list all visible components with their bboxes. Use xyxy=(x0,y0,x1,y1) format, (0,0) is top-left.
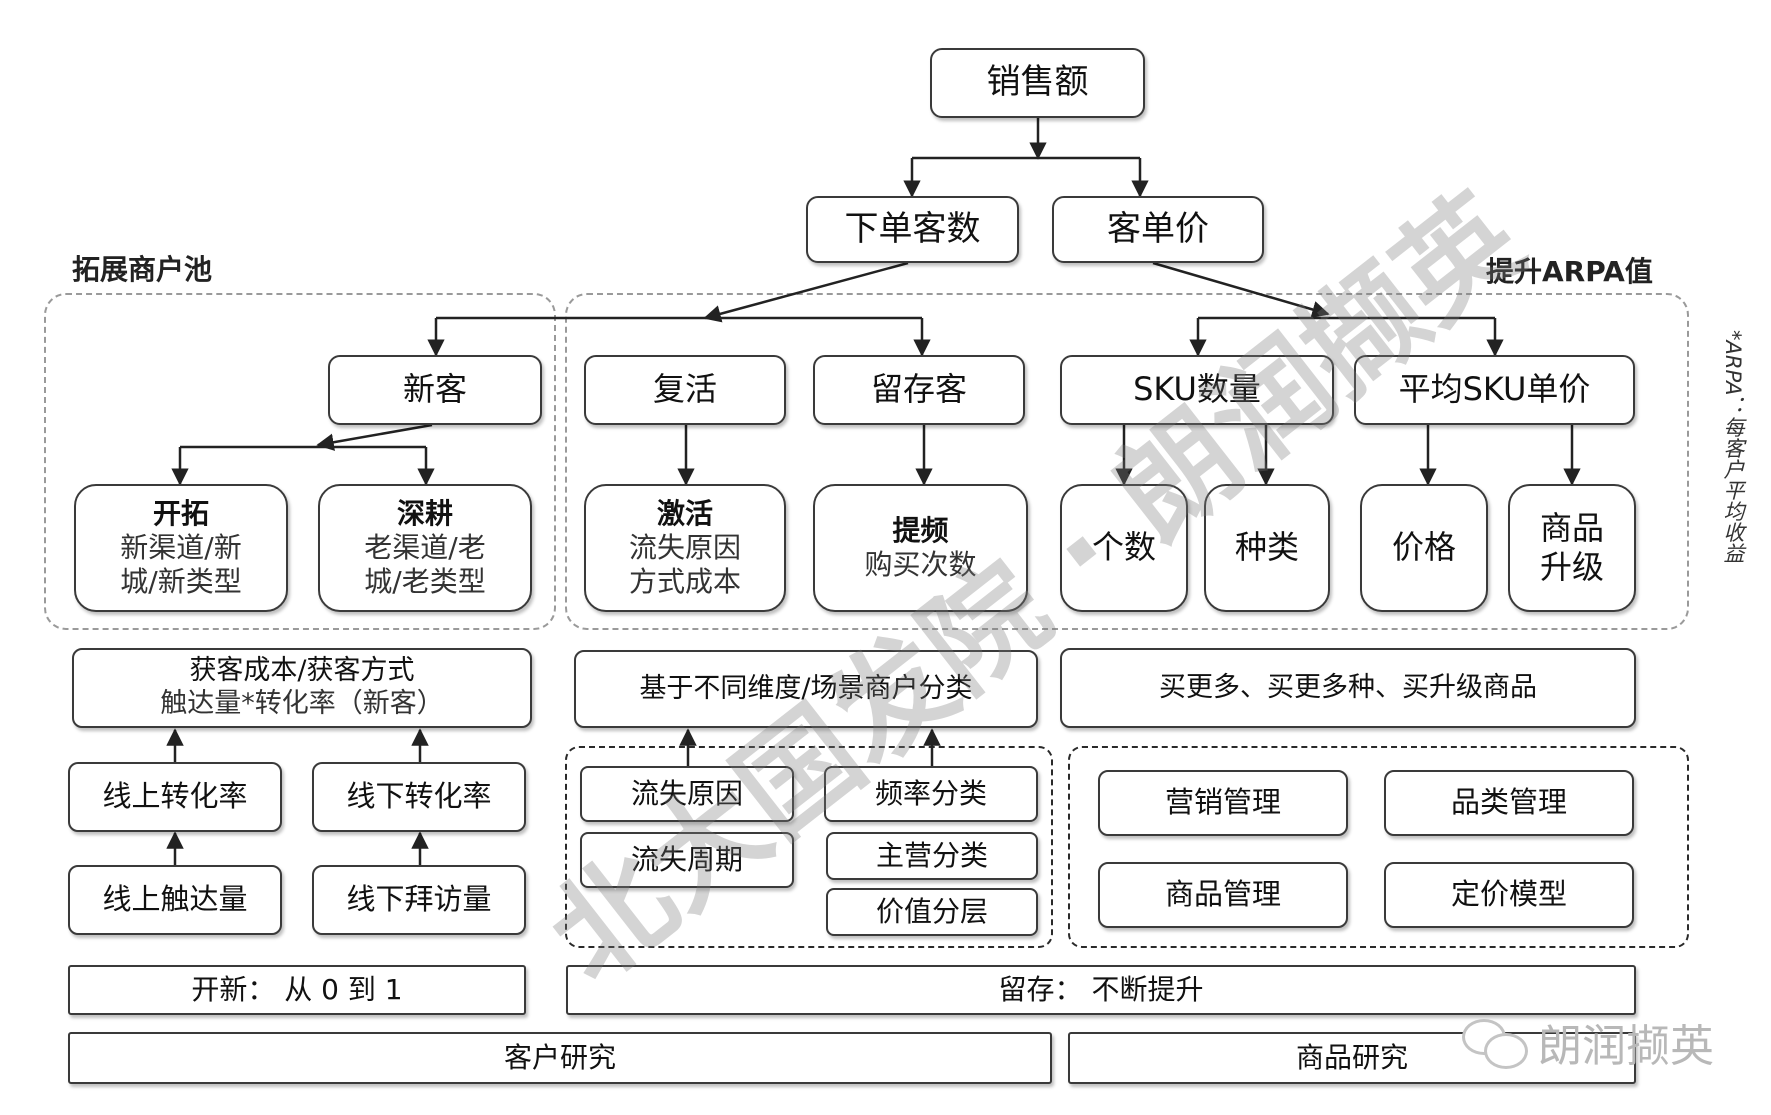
online-reach-box: 线上触达量 xyxy=(68,865,282,935)
expand-box: 开拓 新渠道/新 城/新类型 xyxy=(74,484,288,612)
aov-box: 客单价 xyxy=(1052,196,1264,263)
marketing-management-box: 营销管理 xyxy=(1098,770,1348,836)
expand-title: 开拓 xyxy=(152,496,209,530)
offline-conversion-box: 线下转化率 xyxy=(312,762,526,832)
main-business-class-label: 主营分类 xyxy=(875,838,988,872)
classify-label: 基于不同维度/场景商户分类 xyxy=(639,672,973,704)
management-group xyxy=(1068,746,1689,948)
new-customer-label: 新客 xyxy=(402,370,467,409)
marketing-management-label: 营销管理 xyxy=(1164,785,1281,820)
online-conversion-box: 线上转化率 xyxy=(68,762,282,832)
pricing-model-label: 定价模型 xyxy=(1450,877,1567,912)
activate-line-2: 方式成本 xyxy=(628,565,741,599)
offline-visit-label: 线下拜访量 xyxy=(346,882,492,917)
boost-frequency-line-1: 购买次数 xyxy=(864,548,977,581)
new-customer-box: 新客 xyxy=(328,355,542,425)
value-tier-box: 价值分层 xyxy=(826,888,1038,936)
churn-reason-label: 流失原因 xyxy=(630,776,743,810)
classification-detail-group xyxy=(565,746,1053,948)
online-reach-label: 线上触达量 xyxy=(102,882,248,917)
sales-box: 销售额 xyxy=(930,48,1145,118)
upgrade-line-2: 升级 xyxy=(1539,548,1604,586)
offline-visit-box: 线下拜访量 xyxy=(312,865,526,935)
price-box: 价格 xyxy=(1360,484,1488,612)
avg-sku-price-label: 平均SKU单价 xyxy=(1398,370,1591,409)
frequency-class-label: 频率分类 xyxy=(874,776,987,810)
kind-box: 种类 xyxy=(1204,484,1330,612)
orders-label: 下单客数 xyxy=(844,208,981,249)
classify-box: 基于不同维度/场景商户分类 xyxy=(574,650,1038,728)
sku-count-box: SKU数量 xyxy=(1060,355,1334,425)
product-research-bar: 商品研究 xyxy=(1068,1032,1636,1084)
product-management-box: 商品管理 xyxy=(1098,862,1348,928)
revive-label: 复活 xyxy=(652,370,717,409)
activate-box: 激活 流失原因 方式成本 xyxy=(584,484,786,612)
activate-line-1: 流失原因 xyxy=(628,530,741,564)
sales-label: 销售额 xyxy=(986,62,1089,103)
upgrade-line-1: 商品 xyxy=(1539,508,1604,547)
online-conversion-label: 线上转化率 xyxy=(102,779,248,814)
buy-more-box: 买更多、买更多种、买升级商品 xyxy=(1060,648,1636,728)
expand-merchant-pool-group xyxy=(44,293,556,630)
sku-count-label: SKU数量 xyxy=(1133,370,1261,409)
deepen-title: 深耕 xyxy=(396,496,453,530)
boost-frequency-box: 提频 购买次数 xyxy=(813,484,1028,612)
category-management-box: 品类管理 xyxy=(1384,770,1634,836)
frequency-class-box: 频率分类 xyxy=(824,766,1038,822)
retain-box: 留存客 xyxy=(813,355,1025,425)
price-label: 价格 xyxy=(1391,528,1456,567)
expand-line-2: 城/新类型 xyxy=(120,565,242,599)
open-new-bar: 开新： 从 0 到 1 xyxy=(68,965,526,1015)
wechat-watermark-text: 朗润撷英 xyxy=(1538,1021,1714,1072)
arpa-side-note: *ARPA：每客户平均收益 xyxy=(1721,330,1745,564)
orders-box: 下单客数 xyxy=(806,196,1019,263)
retention-bar: 留存： 不断提升 xyxy=(566,965,1636,1015)
acquisition-line-1: 获客成本/获客方式 xyxy=(189,655,415,687)
raise-arpa-label: 提升ARPA值 xyxy=(1486,255,1653,288)
churn-cycle-label: 流失周期 xyxy=(630,842,743,876)
raise-arpa-group xyxy=(565,293,1689,630)
product-management-label: 商品管理 xyxy=(1164,877,1281,912)
deepen-box: 深耕 老渠道/老 城/老类型 xyxy=(318,484,532,612)
offline-conversion-label: 线下转化率 xyxy=(346,779,492,814)
acquisition-line-2: 触达量*转化率（新客） xyxy=(160,688,444,719)
wechat-icon xyxy=(1462,1019,1528,1069)
open-new-label: 开新： 从 0 到 1 xyxy=(191,972,403,1006)
expand-merchant-pool-label: 拓展商户池 xyxy=(72,253,213,286)
pricing-model-box: 定价模型 xyxy=(1384,862,1634,928)
expand-line-1: 新渠道/新 xyxy=(120,530,242,564)
product-research-label: 商品研究 xyxy=(1295,1040,1408,1074)
acquisition-box: 获客成本/获客方式 触达量*转化率（新客） xyxy=(72,648,532,728)
boost-frequency-title: 提频 xyxy=(892,513,949,547)
count-box: 个数 xyxy=(1060,484,1188,612)
value-tier-label: 价值分层 xyxy=(875,894,988,928)
upgrade-box: 商品 升级 xyxy=(1508,484,1636,612)
wechat-watermark: 朗润撷英 xyxy=(1462,1010,1714,1074)
count-label: 个数 xyxy=(1091,528,1156,567)
deepen-line-2: 城/老类型 xyxy=(364,565,486,599)
buy-more-label: 买更多、买更多种、买升级商品 xyxy=(1159,671,1537,703)
churn-cycle-box: 流失周期 xyxy=(580,832,794,888)
aov-label: 客单价 xyxy=(1107,208,1209,249)
revive-box: 复活 xyxy=(584,355,786,425)
retain-label: 留存客 xyxy=(870,370,967,409)
activate-title: 激活 xyxy=(656,496,713,530)
churn-reason-box: 流失原因 xyxy=(580,766,794,822)
deepen-line-1: 老渠道/老 xyxy=(364,530,486,564)
retention-label: 留存： 不断提升 xyxy=(998,972,1204,1006)
customer-research-bar: 客户研究 xyxy=(68,1032,1052,1084)
customer-research-label: 客户研究 xyxy=(503,1040,616,1074)
avg-sku-price-box: 平均SKU单价 xyxy=(1354,355,1635,425)
category-management-label: 品类管理 xyxy=(1450,785,1567,820)
main-business-class-box: 主营分类 xyxy=(826,832,1038,880)
kind-label: 种类 xyxy=(1234,528,1299,567)
